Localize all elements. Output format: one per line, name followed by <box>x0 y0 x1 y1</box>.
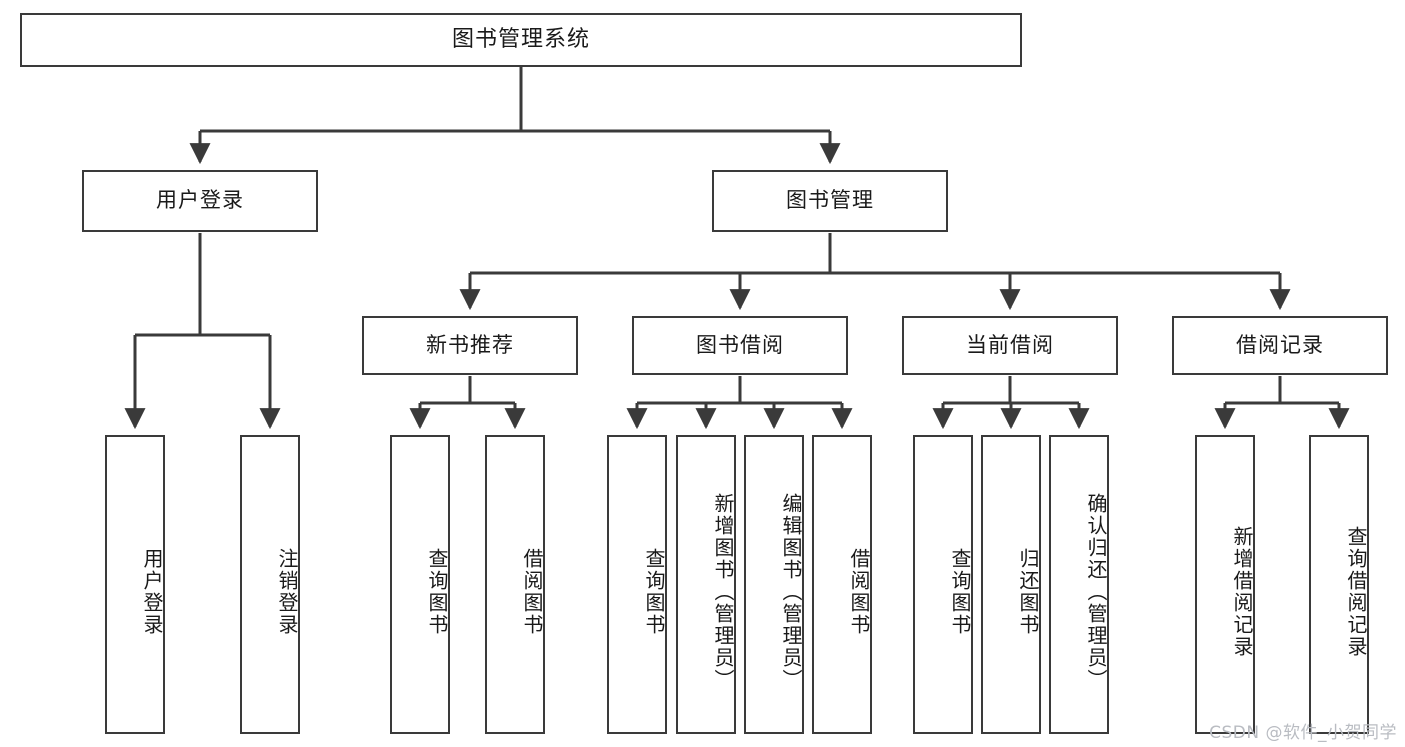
node-new-book-recommend[interactable]: 新书推荐 <box>362 316 578 375</box>
node-label: 当前借阅 <box>966 332 1054 357</box>
node-book-management[interactable]: 图书管理 <box>712 170 948 232</box>
node-user-login[interactable]: 用户登录 <box>82 170 318 232</box>
node-borrow-records[interactable]: 借阅记录 <box>1172 316 1388 375</box>
node-label: 注销登录 <box>275 547 299 636</box>
leaf-borrow-records-add-record[interactable]: 新增借阅记录 <box>1195 435 1255 734</box>
node-label: 查询图书 <box>642 547 666 636</box>
leaf-new-book-borrow-book[interactable]: 借阅图书 <box>485 435 545 734</box>
node-label: 图书借阅 <box>696 332 784 357</box>
leaf-user-login-logout[interactable]: 注销登录 <box>240 435 300 734</box>
node-label: 查询借阅记录 <box>1344 525 1368 658</box>
node-book-borrow[interactable]: 图书借阅 <box>632 316 848 375</box>
leaf-new-book-query-book[interactable]: 查询图书 <box>390 435 450 734</box>
leaf-book-borrow-add-book-admin[interactable]: 新增图书（管理员） <box>676 435 736 734</box>
node-label: 借阅记录 <box>1236 332 1324 357</box>
node-label: 用户登录 <box>156 188 244 213</box>
node-label: 新增借阅记录 <box>1230 525 1254 658</box>
watermark-csdn: CSDN @软件_小贺同学 <box>1209 723 1397 743</box>
node-label: 借阅图书 <box>847 547 871 636</box>
leaf-user-login-login[interactable]: 用户登录 <box>105 435 165 734</box>
node-label: 归还图书 <box>1016 547 1040 636</box>
node-label: 查询图书 <box>948 547 972 636</box>
leaf-book-borrow-borrow-book[interactable]: 借阅图书 <box>812 435 872 734</box>
node-label: 用户登录 <box>140 547 164 636</box>
leaf-book-borrow-query-book[interactable]: 查询图书 <box>607 435 667 734</box>
leaf-current-borrow-query-book[interactable]: 查询图书 <box>913 435 973 734</box>
node-label: 编辑图书（管理员） <box>779 492 803 691</box>
node-label: 新增图书（管理员） <box>711 492 735 691</box>
leaf-current-borrow-return-book[interactable]: 归还图书 <box>981 435 1041 734</box>
node-label: 借阅图书 <box>520 547 544 636</box>
leaf-book-borrow-edit-book-admin[interactable]: 编辑图书（管理员） <box>744 435 804 734</box>
leaf-current-borrow-confirm-return-admin[interactable]: 确认归还（管理员） <box>1049 435 1109 734</box>
leaf-borrow-records-query-record[interactable]: 查询借阅记录 <box>1309 435 1369 734</box>
node-root-book-management-system[interactable]: 图书管理系统 <box>20 13 1022 67</box>
node-label: 查询图书 <box>425 547 449 636</box>
node-current-borrow[interactable]: 当前借阅 <box>902 316 1118 375</box>
node-label: 确认归还（管理员） <box>1084 492 1108 691</box>
node-label: 图书管理 <box>786 188 874 213</box>
node-label: 新书推荐 <box>426 332 514 357</box>
node-label: 图书管理系统 <box>451 26 590 52</box>
